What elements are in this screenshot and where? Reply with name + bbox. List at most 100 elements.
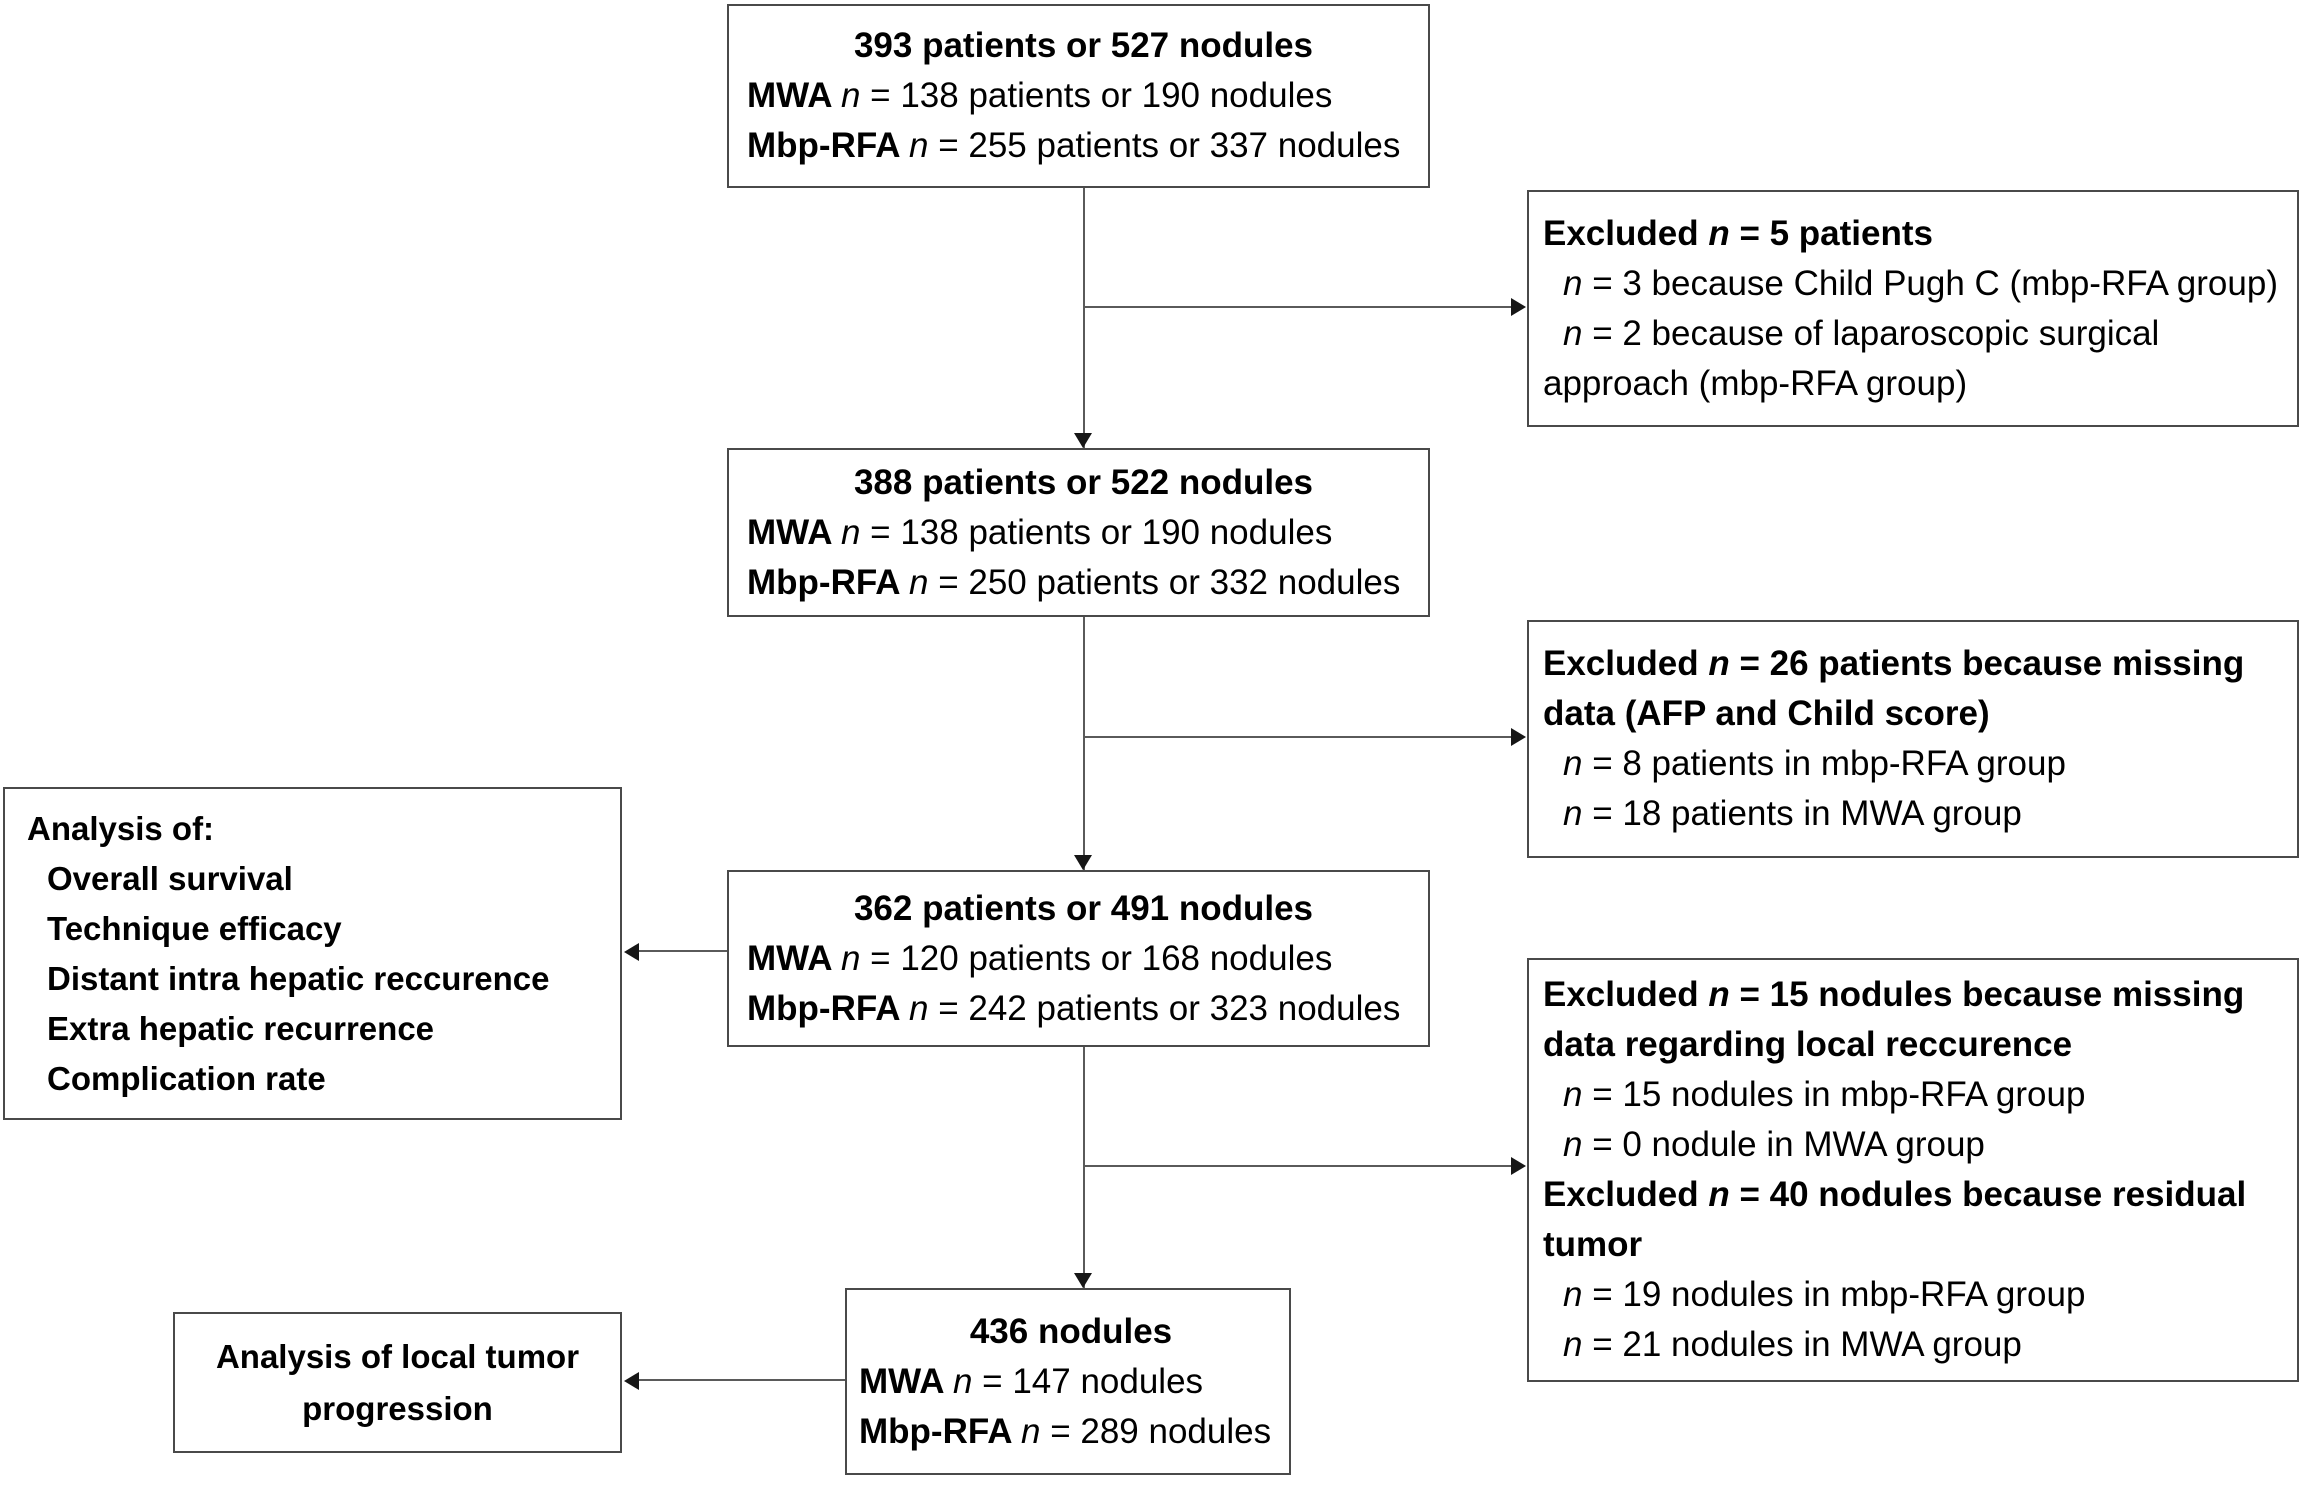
text-segment: n — [1708, 213, 1730, 253]
text-segment: = 250 patients or 332 nodules — [928, 562, 1401, 602]
text-segment: n — [1021, 1411, 1041, 1451]
flow-line-362-to-436 — [1083, 1047, 1085, 1288]
text-segment: Excluded — [1543, 1175, 1709, 1214]
text-segment: = 15 nodules in mbp-RFA group — [1582, 1075, 2086, 1114]
text-segment: MWA — [747, 76, 841, 115]
text-line: Overall survival — [27, 854, 614, 904]
text-segment: n — [1708, 644, 1730, 683]
text-segment: Mbp-RFA — [747, 562, 909, 602]
text-segment: n — [840, 938, 861, 978]
text-segment: Technique efficacy — [47, 909, 342, 947]
text-line: Excluded n = 40 nodules because residual — [1543, 1170, 2291, 1220]
text-segment: n — [1708, 1175, 1730, 1214]
text-segment: Analysis of: — [27, 809, 215, 847]
text-segment: = 15 nodules because missing — [1729, 975, 2245, 1014]
text-line: MWA n = 138 patients or 190 nodules — [747, 71, 1420, 121]
text-line: Mbp-RFA n = 289 nodules — [859, 1407, 1283, 1457]
text-line: Excluded n = 26 patients because missing — [1543, 639, 2291, 689]
text-line: MWA n = 138 patients or 190 nodules — [747, 508, 1420, 558]
arrowhead-down-icon — [1074, 855, 1092, 870]
branch-line-to-excluded-nodules — [1084, 1165, 1514, 1167]
text-segment: data regarding local reccurence — [1543, 1025, 2073, 1064]
text-segment: MWA — [859, 1361, 953, 1401]
flow-line-enrollment-to-388 — [1083, 188, 1085, 448]
text-segment: n — [1708, 975, 1730, 1014]
text-line: 388 patients or 522 nodules — [747, 458, 1420, 508]
text-segment: n — [952, 1361, 973, 1401]
text-segment: MWA — [747, 512, 841, 552]
text-line: Distant intra hepatic reccurence — [27, 954, 614, 1004]
text-line: Extra hepatic recurrence — [27, 1004, 614, 1054]
text-segment: n — [1563, 1325, 1583, 1364]
text-line: MWA n = 120 patients or 168 nodules — [747, 934, 1420, 984]
text-segment: MWA — [747, 938, 841, 978]
text-segment: n — [909, 562, 929, 602]
text-segment: n — [1563, 744, 1583, 783]
branch-line-to-excluded-5 — [1084, 306, 1514, 308]
text-segment: Overall survival — [47, 859, 293, 897]
text-line: progression — [175, 1383, 620, 1435]
text-line: approach (mbp-RFA group) — [1543, 359, 2291, 409]
text-segment: = 147 nodules — [972, 1361, 1204, 1401]
text-line: Technique efficacy — [27, 904, 614, 954]
text-segment: n — [1563, 1275, 1583, 1314]
text-segment: Excluded — [1543, 213, 1709, 253]
text-line: 436 nodules — [859, 1307, 1283, 1357]
text-segment: n — [1563, 1075, 1583, 1114]
text-line: data regarding local reccurence — [1543, 1020, 2291, 1070]
arrowhead-left-icon — [624, 943, 639, 961]
text-segment: Excluded — [1543, 975, 1709, 1014]
text-segment: 436 nodules — [969, 1311, 1173, 1351]
arrowhead-left-icon — [624, 1372, 639, 1390]
text-segment: Mbp-RFA — [859, 1411, 1021, 1451]
text-segment: Mbp-RFA — [747, 988, 909, 1028]
text-segment: n — [840, 76, 861, 115]
text-line: n = 2 because of laparoscopic surgical — [1543, 309, 2291, 359]
text-segment: = 2 because of laparoscopic surgical — [1582, 313, 2160, 353]
text-line: data (AFP and Child score) — [1543, 689, 2291, 739]
branch-line-to-analysis-ltp — [638, 1379, 845, 1381]
text-segment: = 289 nodules — [1040, 1411, 1272, 1451]
text-line: Mbp-RFA n = 255 patients or 337 nodules — [747, 121, 1420, 171]
text-segment: = 138 patients or 190 nodules — [860, 76, 1333, 115]
text-segment: = 40 nodules because residual — [1729, 1175, 2247, 1214]
text-segment: = 18 patients in MWA group — [1582, 794, 2022, 833]
text-line: n = 0 nodule in MWA group — [1543, 1120, 2291, 1170]
branch-line-to-excluded-26 — [1084, 736, 1514, 738]
text-segment: = 0 nodule in MWA group — [1582, 1125, 1985, 1164]
text-line: Mbp-RFA n = 242 patients or 323 nodules — [747, 984, 1420, 1034]
text-line: n = 21 nodules in MWA group — [1543, 1320, 2291, 1370]
text-segment: = 21 nodules in MWA group — [1582, 1325, 2022, 1364]
branch-line-to-analysis-outcomes — [638, 950, 727, 952]
text-segment: = 3 because Child Pugh C (mbp-RFA group) — [1582, 263, 2278, 303]
text-segment: Excluded — [1543, 644, 1709, 683]
arrowhead-right-icon — [1511, 298, 1526, 316]
text-line: tumor — [1543, 1220, 2291, 1270]
arrowhead-right-icon — [1511, 728, 1526, 746]
text-segment: Distant intra hepatic reccurence — [47, 959, 550, 997]
text-line: 393 patients or 527 nodules — [747, 21, 1420, 71]
text-segment: 393 patients or 527 nodules — [853, 26, 1314, 65]
text-segment: n — [909, 988, 929, 1028]
text-line: n = 3 because Child Pugh C (mbp-RFA grou… — [1543, 259, 2291, 309]
box-excluded-26-patients: Excluded n = 26 patients because missing… — [1527, 620, 2299, 858]
text-segment: = 255 patients or 337 nodules — [928, 126, 1401, 165]
text-segment: = 138 patients or 190 nodules — [860, 512, 1333, 552]
text-segment: Complication rate — [47, 1059, 326, 1097]
text-line: Excluded n = 15 nodules because missing — [1543, 970, 2291, 1020]
flow-line-388-to-362 — [1083, 617, 1085, 870]
text-segment: Mbp-RFA — [747, 126, 909, 165]
text-segment: = 26 patients because missing — [1729, 644, 2245, 683]
text-line: Analysis of local tumor — [175, 1331, 620, 1383]
text-segment: n — [840, 512, 861, 552]
text-segment: 362 patients or 491 nodules — [853, 888, 1314, 928]
text-segment: = 120 patients or 168 nodules — [860, 938, 1333, 978]
